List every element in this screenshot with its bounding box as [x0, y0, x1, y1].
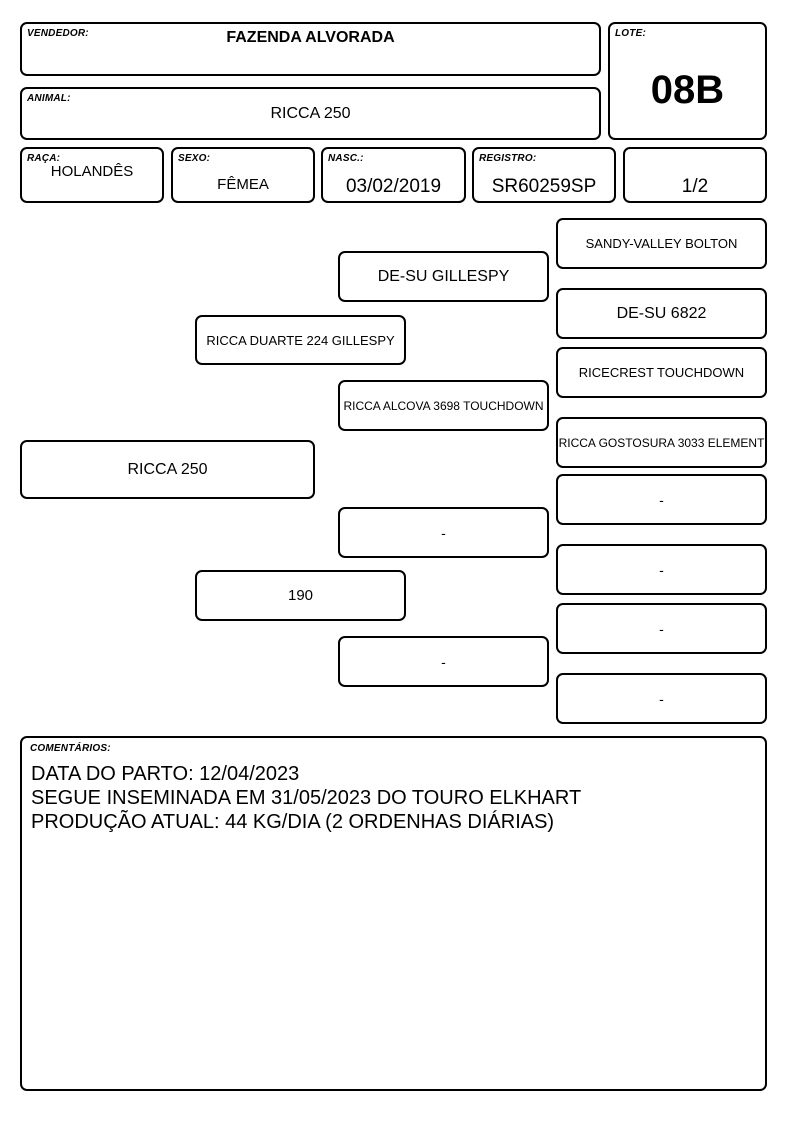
- pedigree-g3-2: DE-SU 6822: [556, 288, 767, 339]
- pedigree-g3-name: DE-SU 6822: [616, 304, 707, 322]
- pedigree-g3-4: RICCA GOSTOSURA 3033 ELEMENT: [556, 417, 767, 468]
- birth-date-box: NASC.: 03/02/2019: [321, 147, 466, 203]
- pedigree-g3-name: -: [659, 491, 664, 508]
- pedigree-g3-name: -: [659, 620, 664, 637]
- lot-label: LOTE:: [615, 28, 646, 39]
- pedigree-sire-sire: DE-SU GILLESPY: [338, 251, 549, 302]
- animal-label: ANIMAL:: [27, 93, 71, 104]
- comment-line: PRODUÇÃO ATUAL: 44 KG/DIA (2 ORDENHAS DI…: [31, 811, 555, 833]
- pedigree-dam-sire-name: -: [441, 524, 446, 541]
- pedigree-g3-name: -: [659, 561, 664, 578]
- pedigree-dam-dam-name: -: [441, 653, 446, 670]
- breed-value: HOLANDÊS: [50, 163, 134, 180]
- pedigree-animal: RICCA 250: [20, 440, 315, 499]
- pedigree-g3-name: SANDY-VALLEY BOLTON: [585, 236, 738, 251]
- sex-box: SEXO: FÊMEA: [171, 147, 315, 203]
- pedigree-sire: RICCA DUARTE 224 GILLESPY: [195, 315, 406, 365]
- pedigree-g3-name: RICCA GOSTOSURA 3033 ELEMENT: [558, 435, 765, 450]
- registry-value: SR60259SP: [491, 176, 597, 197]
- fraction-box: 1/2: [623, 147, 767, 203]
- comments-label: COMENTÁRIOS:: [30, 743, 111, 754]
- pedigree-g3-name: RICECREST TOUCHDOWN: [578, 365, 745, 380]
- comments-text: DATA DO PARTO: 12/04/2023 SEGUE INSEMINA…: [31, 762, 581, 834]
- pedigree-dam: 190: [195, 570, 406, 621]
- pedigree-sire-dam-name: RICCA ALCOVA 3698 TOUCHDOWN: [343, 398, 544, 413]
- vendor-label: VENDEDOR:: [27, 28, 89, 39]
- animal-name: RICCA 250: [270, 105, 351, 122]
- pedigree-g3-3: RICECREST TOUCHDOWN: [556, 347, 767, 398]
- pedigree-dam-name: 190: [287, 587, 314, 604]
- pedigree-g3-1: SANDY-VALLEY BOLTON: [556, 218, 767, 269]
- lot-box: LOTE: 08B: [608, 22, 767, 140]
- vendor-name: FAZENDA ALVORADA: [226, 29, 395, 46]
- pedigree-g3-5: -: [556, 474, 767, 525]
- sex-label: SEXO:: [178, 153, 211, 164]
- pedigree-g3-6: -: [556, 544, 767, 595]
- registry-box: REGISTRO: SR60259SP: [472, 147, 616, 203]
- pedigree-dam-sire: -: [338, 507, 549, 558]
- pedigree-g3-7: -: [556, 603, 767, 654]
- pedigree-g3-name: -: [659, 690, 664, 707]
- pedigree-sire-name: RICCA DUARTE 224 GILLESPY: [206, 332, 395, 348]
- comment-line: DATA DO PARTO: 12/04/2023: [31, 763, 300, 785]
- pedigree-dam-dam: -: [338, 636, 549, 687]
- birth-date-label: NASC.:: [328, 153, 364, 164]
- pedigree-sire-dam: RICCA ALCOVA 3698 TOUCHDOWN: [338, 380, 549, 431]
- lot-number: 08B: [650, 68, 725, 112]
- birth-date-value: 03/02/2019: [345, 176, 442, 197]
- sex-value: FÊMEA: [217, 176, 269, 193]
- fraction-value: 1/2: [681, 176, 709, 197]
- pedigree-sire-sire-name: DE-SU GILLESPY: [377, 267, 510, 285]
- comments-box: COMENTÁRIOS: DATA DO PARTO: 12/04/2023 S…: [20, 736, 767, 1091]
- comment-line: SEGUE INSEMINADA EM 31/05/2023 DO TOURO …: [31, 787, 582, 809]
- registry-label: REGISTRO:: [479, 153, 537, 164]
- pedigree-g3-8: -: [556, 673, 767, 724]
- breed-label: RAÇA:: [27, 153, 61, 164]
- animal-box: ANIMAL: RICCA 250: [20, 87, 601, 140]
- pedigree-animal-name: RICCA 250: [127, 460, 208, 478]
- vendor-box: VENDEDOR: FAZENDA ALVORADA: [20, 22, 601, 76]
- breed-box: RAÇA: HOLANDÊS: [20, 147, 164, 203]
